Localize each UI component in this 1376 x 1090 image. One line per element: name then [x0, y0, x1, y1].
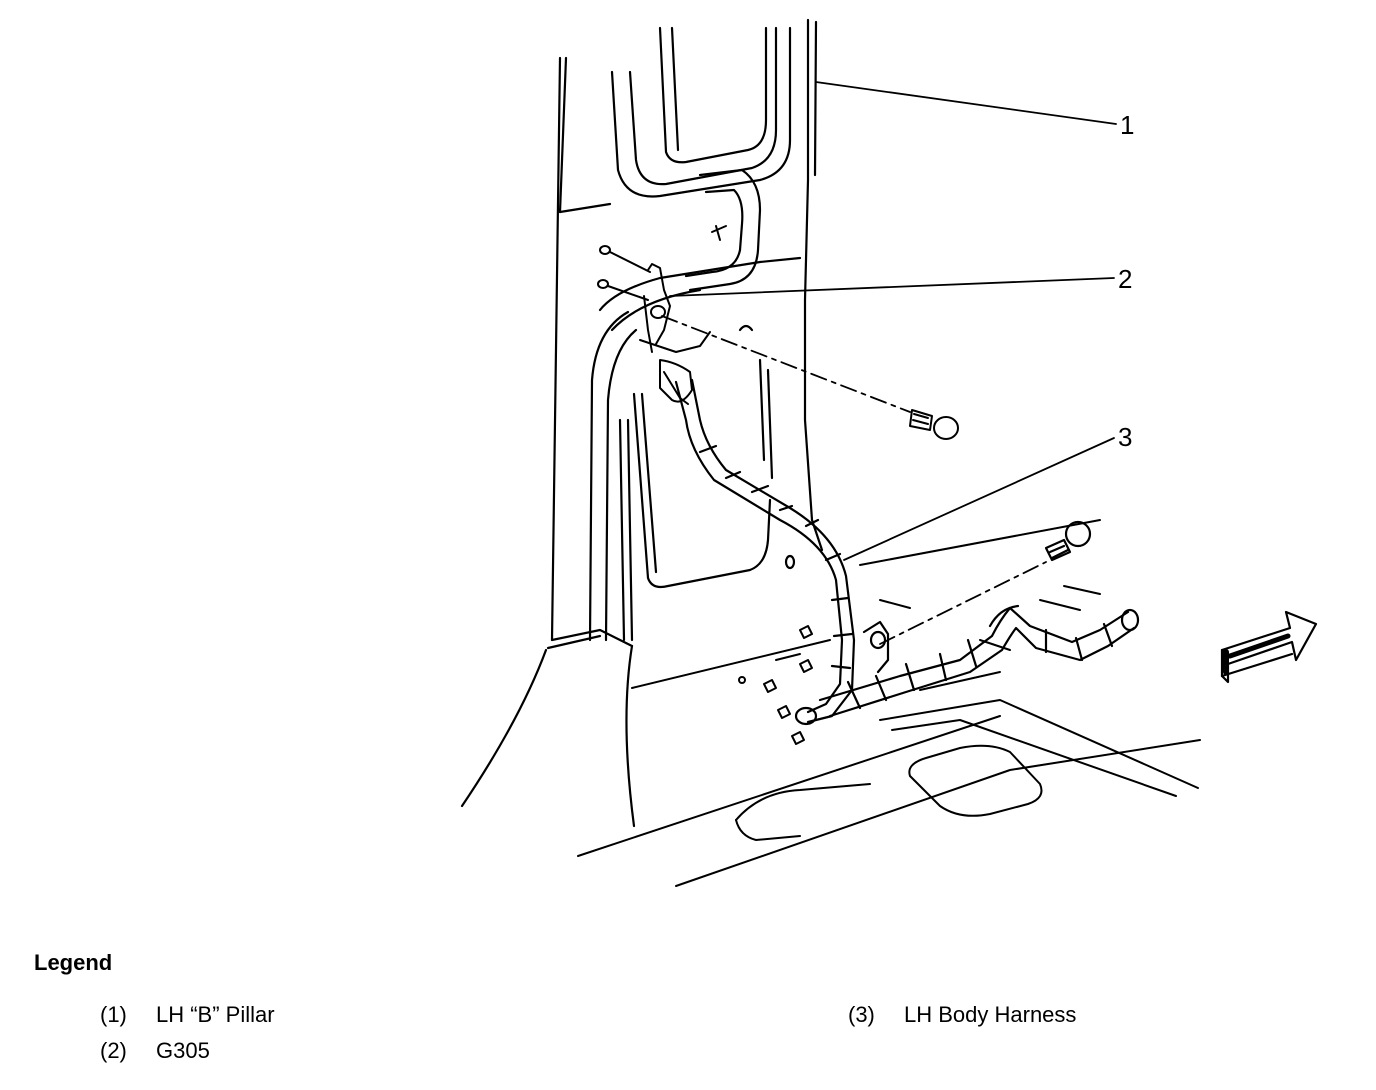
legend-item-1: (1) LH “B” Pillar: [100, 1002, 275, 1028]
callout-2: 2: [1118, 264, 1132, 294]
g305-location-diagram: 1 2 3: [460, 18, 1318, 887]
legend-item-number: (2): [100, 1038, 127, 1063]
g305-ground: [597, 225, 959, 440]
legend-item-label: G305: [156, 1038, 210, 1063]
b-pillar: [460, 18, 824, 828]
legend-item-label: LH “B” Pillar: [156, 1002, 275, 1027]
legend-item-3: (3) LH Body Harness: [848, 1002, 1076, 1028]
legend-item-label: LH Body Harness: [904, 1002, 1077, 1027]
legend-item-number: (3): [848, 1002, 875, 1027]
legend-item-2: (2) G305: [100, 1038, 210, 1064]
lh-body-harness: [674, 378, 1140, 726]
panel-holes: [738, 625, 813, 745]
legend-item-number: (1): [100, 1002, 127, 1027]
front-direction-arrow: [1220, 610, 1318, 684]
callout-3: 3: [1118, 422, 1132, 452]
legend-title: Legend: [34, 950, 113, 975]
callout-1: 1: [1120, 110, 1134, 140]
leader-lines: [661, 81, 1117, 645]
floor-panel: [577, 519, 1201, 887]
